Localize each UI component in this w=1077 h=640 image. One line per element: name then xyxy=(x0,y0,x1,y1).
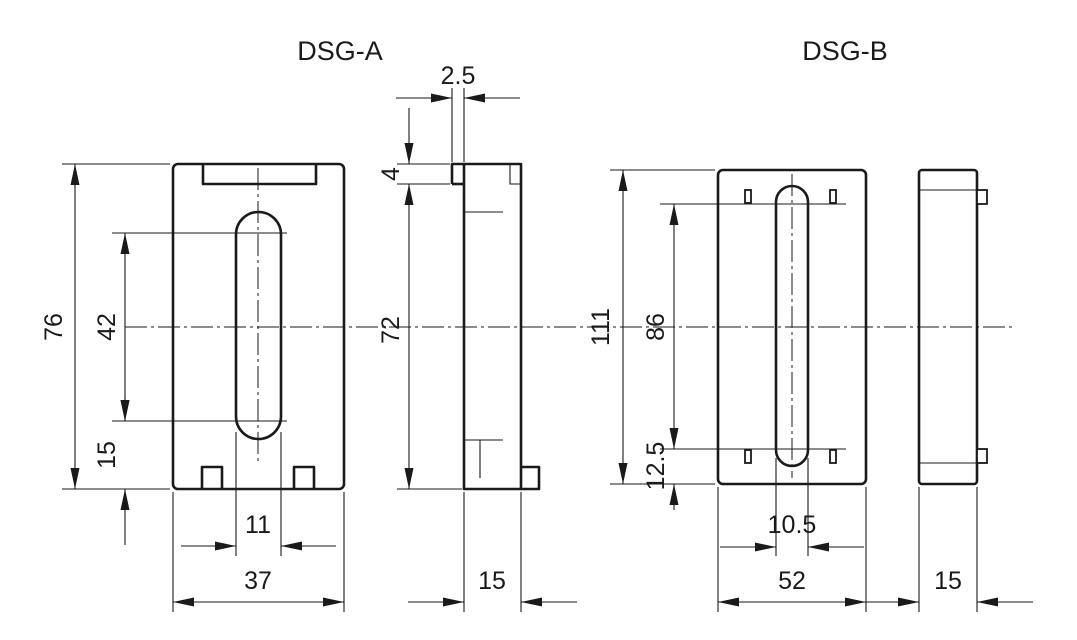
dsg-b-dim-86-label: 86 xyxy=(642,313,670,341)
dsg-a-front-view xyxy=(171,162,346,491)
dsg-b-pin-top-right xyxy=(829,189,837,204)
dsg-a-dim-11-label: 11 xyxy=(245,511,271,539)
dsg-a-side-dim-15-label: 15 xyxy=(478,567,506,595)
dsg-a-dim-42-label: 42 xyxy=(93,313,121,341)
dsg-a-top-recess xyxy=(201,164,318,186)
dsg-b-dimension-111: 111 xyxy=(587,169,715,485)
dsg-b-side-tab-bottom xyxy=(976,448,988,464)
dsg-a-dim-15-label: 15 xyxy=(93,441,121,469)
dsg-a-body-outline xyxy=(171,162,346,491)
dsg-b-side-dimension-15: 15 xyxy=(866,487,1033,612)
dsg-b-dim-10-5-label: 10.5 xyxy=(768,511,817,539)
dsg-a-side-dimension-2-5: 2.5 xyxy=(396,62,520,162)
dsg-a-dim-76-label: 76 xyxy=(40,313,68,341)
dsg-a-dimension-11: 11 xyxy=(181,432,336,556)
dsg-a-dimension-76: 76 xyxy=(40,163,170,490)
title-dsg-b: DSG-B xyxy=(802,36,888,66)
dsg-b-dimension-12-5: 12.5 xyxy=(642,442,679,510)
dsg-b-side-dim-15-label: 15 xyxy=(934,567,962,595)
dsg-a-side-dim-2-5-label: 2.5 xyxy=(441,62,476,90)
dsg-b-body-outline xyxy=(716,168,868,486)
dsg-a-side-dim-4-label: 4 xyxy=(377,167,405,181)
dsg-a-dimension-15: 15 xyxy=(93,397,130,545)
dsg-b-pin-bottom-left xyxy=(744,449,752,464)
dsg-a-dimension-37: 37 xyxy=(172,492,345,612)
dsg-a-side-dimension-4: 4 xyxy=(377,108,450,205)
dsg-b-front-view xyxy=(716,168,868,486)
dsg-a-side-dim-72-label: 72 xyxy=(377,316,405,344)
dsg-b-dimension-86: 86 xyxy=(642,203,846,450)
dsg-b-pin-top-left xyxy=(744,189,752,204)
dsg-b-dim-12-5-label: 12.5 xyxy=(642,442,670,491)
dsg-b-dim-52-label: 52 xyxy=(778,567,806,595)
title-dsg-a: DSG-A xyxy=(297,36,383,66)
dsg-a-bottom-tab-right xyxy=(292,465,316,489)
dsg-b-side-tab-top xyxy=(976,189,988,205)
dsg-b-dimension-52: 52 xyxy=(717,487,867,612)
dsg-a-side-dimension-15: 15 xyxy=(408,492,577,612)
dsg-a-side-dimension-72: 72 xyxy=(377,184,462,490)
dsg-b-side-view xyxy=(917,168,988,486)
dsg-a-side-view xyxy=(450,162,541,491)
dsg-a-dim-37-label: 37 xyxy=(244,567,272,595)
dsg-a-bottom-tab-left xyxy=(200,465,224,489)
dsg-b-side-body xyxy=(917,168,979,486)
dsg-a-side-outline-front xyxy=(462,164,521,491)
dsg-a-side-tab-top xyxy=(509,164,521,185)
dsg-b-dim-111-label: 111 xyxy=(587,308,615,346)
dsg-b-dimension-10-5: 10.5 xyxy=(720,458,864,556)
dsg-b-pin-bottom-right xyxy=(829,449,837,464)
